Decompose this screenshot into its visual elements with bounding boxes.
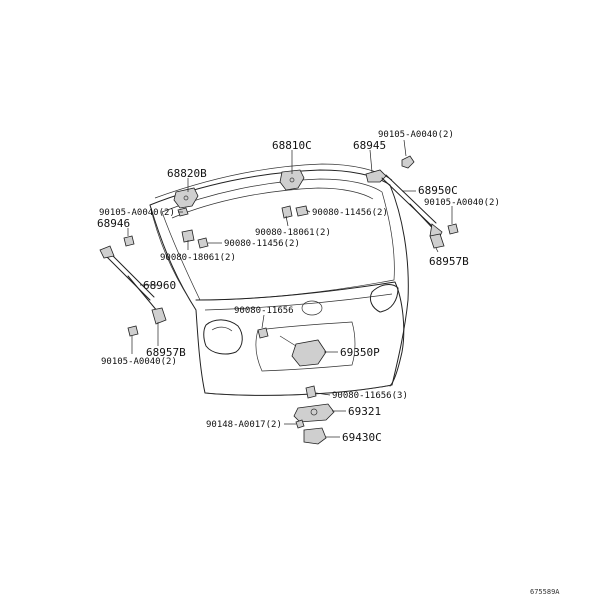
label-90080-11456-right: 90080-11456(2) — [312, 208, 388, 218]
label-68957B-left: 68957B — [146, 346, 186, 359]
label-90080-11656-3: 90080-11656(3) — [332, 391, 408, 401]
label-90080-18061-center: 90080-18061(2) — [255, 228, 331, 238]
stay-bracket-68957B-right — [429, 233, 445, 249]
switch-69321 — [293, 403, 335, 423]
strut-68960 — [99, 245, 159, 313]
label-90105-left: 90105-A0040(2) — [99, 208, 175, 218]
label-69321: 69321 — [348, 405, 381, 418]
hinge-68820B — [173, 187, 199, 209]
label-68950C: 68950C — [418, 184, 458, 197]
clip-90080-18061-left — [181, 229, 195, 243]
lock-69350P — [279, 335, 327, 367]
label-68820B: 68820B — [167, 167, 207, 180]
label-68945: 68945 — [353, 139, 386, 152]
label-90080-11456-left: 90080-11456(2) — [224, 239, 300, 249]
label-69430C: 69430C — [342, 431, 382, 444]
label-90080-18061-left: 90080-18061(2) — [160, 253, 236, 263]
clip-90080-11656 — [257, 327, 269, 339]
label-90148: 90148-A0017(2) — [206, 420, 282, 430]
label-90105-top: 90105-A0040(2) — [378, 130, 454, 140]
bolt-90105-bottom — [127, 325, 139, 337]
label-68957B-right: 68957B — [429, 255, 469, 268]
stay-bracket-68945 — [365, 169, 387, 183]
clip-90080-11456-right — [295, 205, 309, 217]
lock-cylinder-69430C — [303, 427, 327, 445]
label-68946: 68946 — [97, 217, 130, 230]
label-90080-11656: 90080-11656 — [234, 306, 294, 316]
label-90105-right: 90105-A0040(2) — [424, 198, 500, 208]
label-68960: 68960 — [143, 279, 176, 292]
bolt-90105-right — [447, 223, 459, 235]
screw-90148 — [295, 419, 305, 429]
stay-bracket-68957B-left — [151, 307, 167, 325]
label-68810C: 68810C — [272, 139, 312, 152]
figure-code: 675589A — [530, 588, 560, 596]
clip-90080-18061-center — [281, 205, 293, 219]
bolt-90105-top — [401, 155, 415, 169]
label-69350P: 69350P — [340, 346, 380, 359]
clip-90080-11656-3 — [305, 385, 317, 399]
leader-lines — [127, 139, 453, 438]
hinge-68810C — [279, 169, 305, 191]
clip-68946 — [123, 235, 135, 247]
label-90105-bottom: 90105-A0040(2) — [101, 357, 177, 367]
clip-90080-11456-left — [197, 237, 209, 249]
